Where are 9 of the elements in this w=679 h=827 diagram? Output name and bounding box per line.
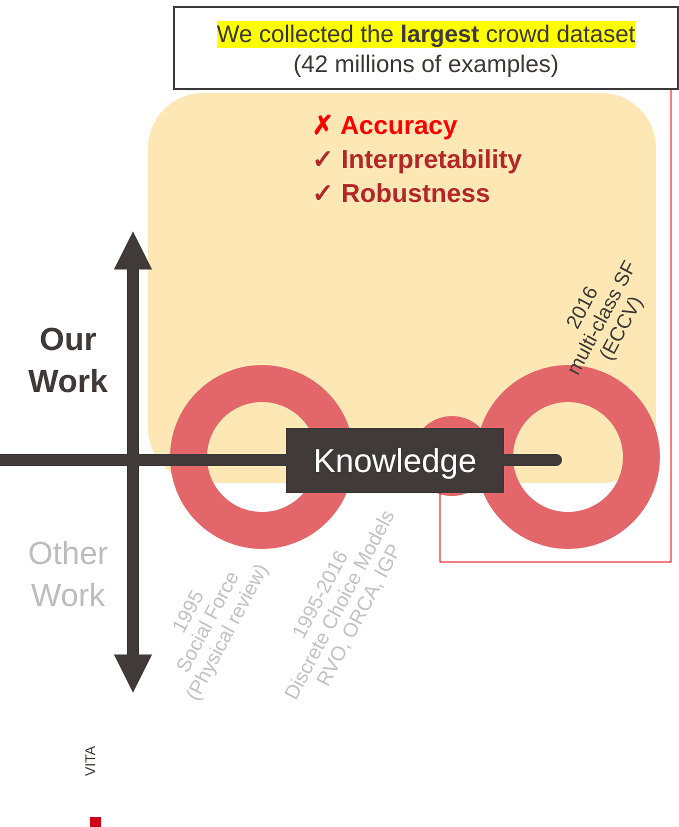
connector-line (440, 90, 672, 562)
footer-text: VITA (82, 746, 98, 776)
label-box (286, 428, 504, 493)
subtitle-text: (42 millions of examples) (293, 51, 559, 78)
side-heading: Other Work (26, 534, 110, 615)
headline-text: We collected the largest crowd dataset (216, 21, 636, 48)
side-heading: Our Work (27, 320, 109, 401)
knowledge-text: Knowledge (313, 442, 477, 480)
callout-box (173, 6, 679, 90)
